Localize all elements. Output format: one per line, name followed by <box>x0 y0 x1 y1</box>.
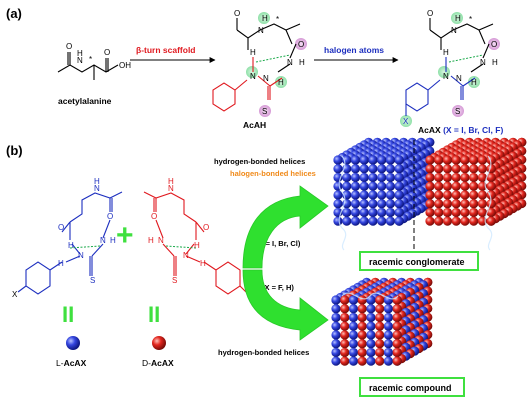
svg-text:H: H <box>299 58 305 67</box>
racemic-compound-label: racemic compound <box>369 383 452 393</box>
svg-text:H: H <box>68 241 74 250</box>
svg-text:N: N <box>451 26 457 35</box>
l-enantiomer-sphere <box>66 336 80 350</box>
svg-text:H: H <box>148 236 154 245</box>
upper-hbond-helices: hydrogen-bonded helices <box>214 157 305 166</box>
svg-text:S: S <box>455 107 460 116</box>
svg-text:O: O <box>58 223 64 232</box>
svg-text:N: N <box>263 74 269 83</box>
panel-a-label: (a) <box>6 6 22 21</box>
equivalence-right: II <box>148 302 160 327</box>
red-helix-lattice <box>425 137 527 251</box>
svg-text:H: H <box>200 259 206 268</box>
svg-text:H: H <box>94 177 100 186</box>
svg-text:H: H <box>250 48 256 57</box>
svg-text:N: N <box>158 236 164 245</box>
arrow2-label: halogen atoms <box>324 45 384 55</box>
svg-text:H: H <box>262 14 268 23</box>
blue-helix-lattice <box>333 137 435 251</box>
upper-green-arrow <box>242 185 329 269</box>
svg-text:H: H <box>77 49 83 58</box>
racemic-compound-box <box>359 377 465 397</box>
panel-b-label: (b) <box>6 143 23 158</box>
plus-sign: + <box>116 219 134 252</box>
svg-text:H: H <box>58 259 64 268</box>
svg-text:O: O <box>491 40 497 49</box>
svg-text:O: O <box>234 9 240 18</box>
d-acax-structure: O N H O N H H N S H X <box>143 177 254 299</box>
svg-text:N: N <box>250 72 256 81</box>
svg-text:S: S <box>172 276 177 285</box>
svg-text:O: O <box>427 9 433 18</box>
svg-text:O: O <box>298 40 304 49</box>
lower-condition: (X = F, H) <box>262 283 294 292</box>
racemic-compound-lattice <box>331 277 433 366</box>
svg-text:S: S <box>90 276 95 285</box>
l-acax-label: L-AcAX <box>56 358 87 368</box>
svg-text:O: O <box>203 223 209 232</box>
svg-text:H: H <box>194 241 200 250</box>
l-acax-structure: O N H O N H H N S H X <box>12 177 123 299</box>
svg-text:N: N <box>100 236 106 245</box>
lower-hbond-helices: hydrogen-bonded helices <box>218 348 309 357</box>
acax-structure: H N O * O N H H N H N S X <box>400 9 500 127</box>
svg-text:H: H <box>278 78 284 87</box>
svg-text:*: * <box>469 15 472 24</box>
svg-text:H: H <box>168 177 174 186</box>
arrow1-label: β-turn scaffold <box>136 45 196 55</box>
svg-text:OH: OH <box>119 61 131 70</box>
upper-condition: (X = I, Br, Cl) <box>256 239 301 248</box>
lower-green-arrow <box>242 269 329 341</box>
svg-text:H: H <box>443 48 449 57</box>
svg-text:X: X <box>403 117 409 126</box>
svg-text:H: H <box>455 14 461 23</box>
svg-text:O: O <box>107 212 113 221</box>
svg-text:N: N <box>183 251 189 260</box>
acetylalanine-label: acetylalanine <box>58 96 112 106</box>
svg-text:N: N <box>94 184 100 193</box>
svg-text:H: H <box>110 236 116 245</box>
acetylalanine-structure: O N H * O OH <box>57 42 131 80</box>
svg-text:N: N <box>168 184 174 193</box>
svg-text:N: N <box>480 58 486 67</box>
racemic-conglomerate-box <box>359 251 479 271</box>
svg-text:X: X <box>12 290 18 299</box>
svg-text:N: N <box>456 74 462 83</box>
svg-text:N: N <box>78 251 84 260</box>
d-acax-label: D-AcAX <box>142 358 174 368</box>
svg-text:O: O <box>151 212 157 221</box>
d-enantiomer-sphere <box>152 336 166 350</box>
svg-text:N: N <box>77 56 83 65</box>
svg-text:N: N <box>443 72 449 81</box>
upper-xbond-helices: halogen-bonded helices <box>230 169 316 178</box>
svg-text:S: S <box>262 107 267 116</box>
equivalence-left: II <box>62 302 74 327</box>
svg-text:*: * <box>276 15 279 24</box>
racemic-conglomerate-label: racemic conglomerate <box>369 257 465 267</box>
svg-text:H: H <box>492 58 498 67</box>
acah-structure: H N O * O N H H N H N S <box>212 9 307 117</box>
acax-label: AcAX (X = I, Br, Cl, F) <box>418 125 503 135</box>
svg-text:O: O <box>66 42 72 51</box>
svg-text:*: * <box>89 55 92 64</box>
svg-text:N: N <box>258 26 264 35</box>
svg-text:O: O <box>104 48 110 57</box>
svg-text:N: N <box>287 58 293 67</box>
svg-text:H: H <box>471 78 477 87</box>
acah-label: AcAH <box>243 120 266 130</box>
